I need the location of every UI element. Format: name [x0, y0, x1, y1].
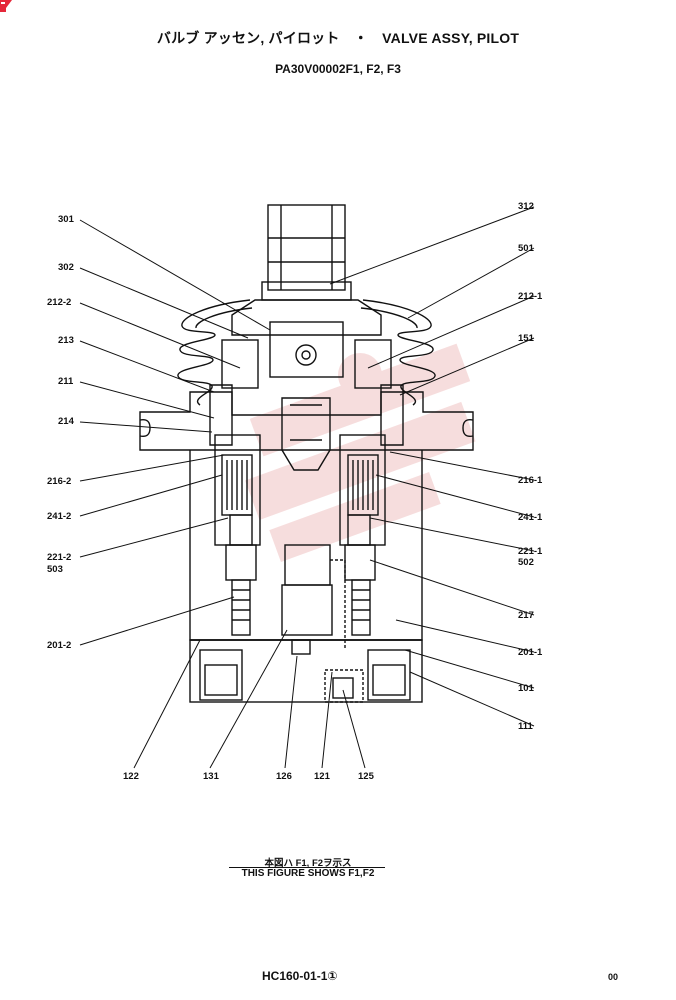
part-label-221-1: 221-1	[518, 546, 543, 557]
part-label-501: 501	[518, 243, 534, 254]
caption-divider	[229, 867, 385, 868]
part-label-502: 502	[518, 557, 534, 568]
part-label-201-1: 201-1	[518, 647, 543, 658]
caption-japanese: 本図ハ F1, F2ヲ示ス	[264, 858, 352, 869]
footer-page-number: 00	[608, 972, 619, 982]
part-label-111: 111	[518, 721, 533, 732]
part-label-301: 301	[58, 214, 74, 225]
model-numbers: PA30V00002F1, F2, F3	[275, 62, 401, 76]
watermark-logo	[245, 343, 476, 563]
footer-code: HC160-01-1①	[262, 969, 338, 983]
part-label-121: 121	[314, 771, 330, 782]
bellows-right	[362, 299, 436, 406]
part-label-302: 302	[58, 262, 74, 273]
part-label-122: 122	[123, 771, 139, 782]
bellows-left	[177, 299, 251, 406]
disc-plate	[231, 299, 382, 336]
part-label-211: 211	[58, 376, 74, 387]
part-label-101: 101	[518, 683, 534, 694]
caption-english: THIS FIGURE SHOWS F1,F2	[241, 868, 375, 879]
part-label-503: 503	[47, 564, 63, 575]
part-label-125: 125	[358, 771, 374, 782]
mounting-flange	[139, 391, 474, 451]
left-spool-assembly	[214, 434, 261, 636]
part-label-217: 217	[518, 610, 534, 621]
part-label-131: 131	[203, 771, 219, 782]
page-title: バルブ アッセン, パイロット ・ VALVE ASSY, PILOT	[156, 30, 520, 46]
part-label-216-2: 216-2	[47, 476, 72, 487]
part-label-151: 151	[518, 333, 534, 344]
right-spool-assembly	[339, 434, 386, 636]
corner-logo-icon	[0, 0, 12, 12]
bottom-plate	[189, 639, 423, 703]
cap-outline	[267, 204, 346, 291]
part-label-241-2: 241-2	[47, 511, 72, 522]
part-label-126: 126	[276, 771, 292, 782]
part-label-212-1: 212-1	[518, 291, 543, 302]
part-label-216-1: 216-1	[518, 475, 543, 486]
part-label-241-1: 241-1	[518, 512, 543, 523]
part-label-221-2: 221-2	[47, 552, 72, 563]
leader-lines	[79, 206, 535, 769]
center-piston	[281, 397, 331, 471]
part-label-214: 214	[58, 416, 74, 427]
part-label-201-2: 201-2	[47, 640, 72, 651]
part-label-312: 312	[518, 201, 534, 212]
part-label-212-2: 212-2	[47, 297, 72, 308]
part-label-213: 213	[58, 335, 74, 346]
